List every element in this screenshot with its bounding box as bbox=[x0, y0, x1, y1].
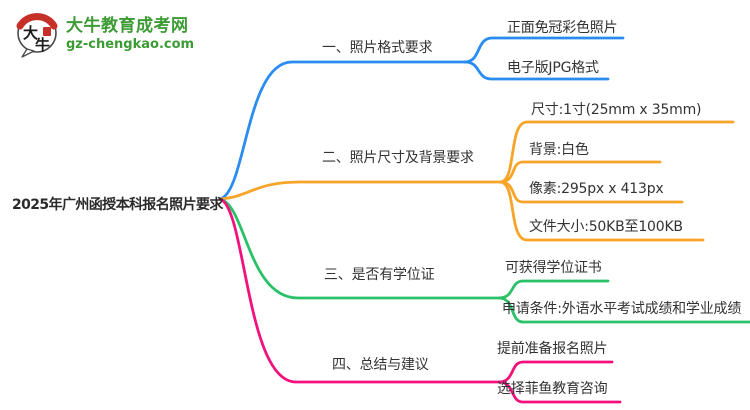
branch-1-leaf-0: 正面免冠彩色照片 bbox=[507, 20, 618, 36]
branch-2-leaf-2: 像素:295px x 413px bbox=[529, 181, 664, 197]
branch-1-line bbox=[218, 60, 467, 201]
branch-3-line bbox=[218, 197, 501, 300]
branch-1-leaf-1: 电子版JPG格式 bbox=[507, 60, 599, 76]
branch-4-line bbox=[218, 197, 501, 384]
branch-2-leaf-0: 尺寸:1寸(25mm x 35mm) bbox=[531, 102, 702, 118]
branch-1-label: 一、照片格式要求 bbox=[322, 40, 433, 56]
daniu-logo-icon: 大 牛 bbox=[14, 10, 60, 58]
branch-4-leaf-0-line bbox=[497, 360, 614, 384]
branch-2-leaf-1: 背景:白色 bbox=[529, 142, 589, 158]
branch-1-leaf-1-line bbox=[463, 60, 610, 81]
logo-char-bottom: 牛 bbox=[35, 36, 50, 54]
brand-name: 大牛教育成考网 bbox=[66, 16, 189, 36]
branch-2-leaf-1-line bbox=[498, 160, 662, 184]
branch-3-leaf-0: 可获得学位证书 bbox=[505, 260, 602, 276]
branch-3-label: 三、是否有学位证 bbox=[324, 267, 435, 283]
logo-char-top: 大 bbox=[23, 24, 38, 42]
brand-domain: gz-chengkao.com bbox=[66, 37, 195, 52]
branch-4-leaf-1: 选择菲鱼教育咨询 bbox=[497, 381, 608, 397]
branch-4-leaf-1-line bbox=[497, 380, 622, 404]
branch-2-leaf-0-line bbox=[498, 120, 735, 184]
mindmap-root-topic: 2025年广州函授本科报名照片要求 bbox=[12, 197, 223, 213]
branch-2-line bbox=[218, 180, 502, 201]
branch-2-label: 二、照片尺寸及背景要求 bbox=[322, 150, 474, 166]
branch-3-leaf-0-line bbox=[497, 279, 610, 300]
brand-header: 大 牛 大牛教育成考网 gz-chengkao.com bbox=[14, 10, 194, 58]
branch-3-leaf-1: 申请条件:外语水平考试成绩和学业成绩 bbox=[502, 301, 742, 317]
branch-4-label: 四、总结与建议 bbox=[332, 357, 429, 373]
branch-3-leaf-1-line bbox=[497, 296, 750, 324]
branch-2-leaf-3: 文件大小:50KB至100KB bbox=[529, 219, 683, 235]
branch-2-leaf-3-line bbox=[498, 180, 705, 242]
branch-4-leaf-0: 提前准备报名照片 bbox=[497, 341, 608, 357]
